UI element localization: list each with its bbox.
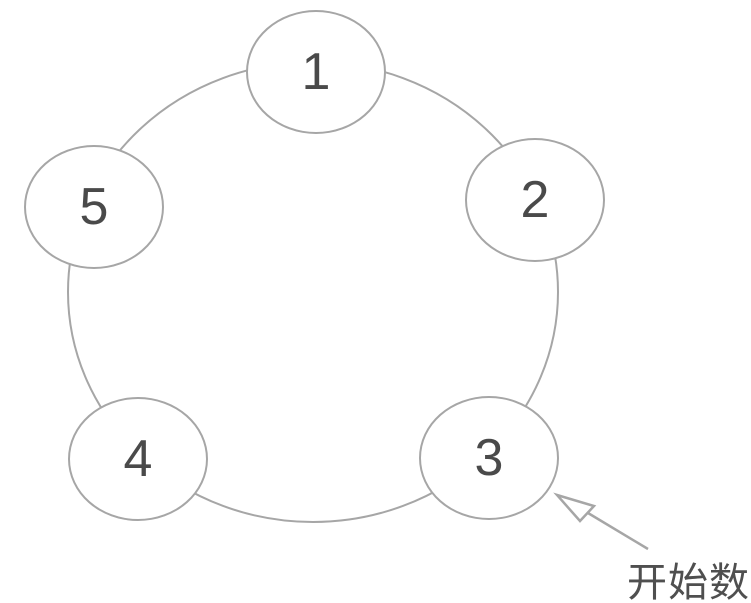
node-circle-2: 2 — [465, 138, 605, 262]
start-counting-label: 开始数 — [627, 561, 750, 603]
node-label-2: 2 — [520, 171, 550, 229]
node-circle-1: 1 — [246, 10, 386, 134]
node-circle-4: 4 — [68, 397, 208, 521]
node-label-1: 1 — [301, 43, 331, 101]
node-circle-5: 5 — [24, 145, 164, 269]
arrow-head-icon — [553, 492, 597, 523]
node-label-5: 5 — [79, 178, 109, 236]
node-label-4: 4 — [123, 430, 153, 488]
arrow-shaft — [587, 511, 649, 551]
node-circle-3: 3 — [419, 396, 559, 520]
node-label-3: 3 — [474, 429, 504, 487]
